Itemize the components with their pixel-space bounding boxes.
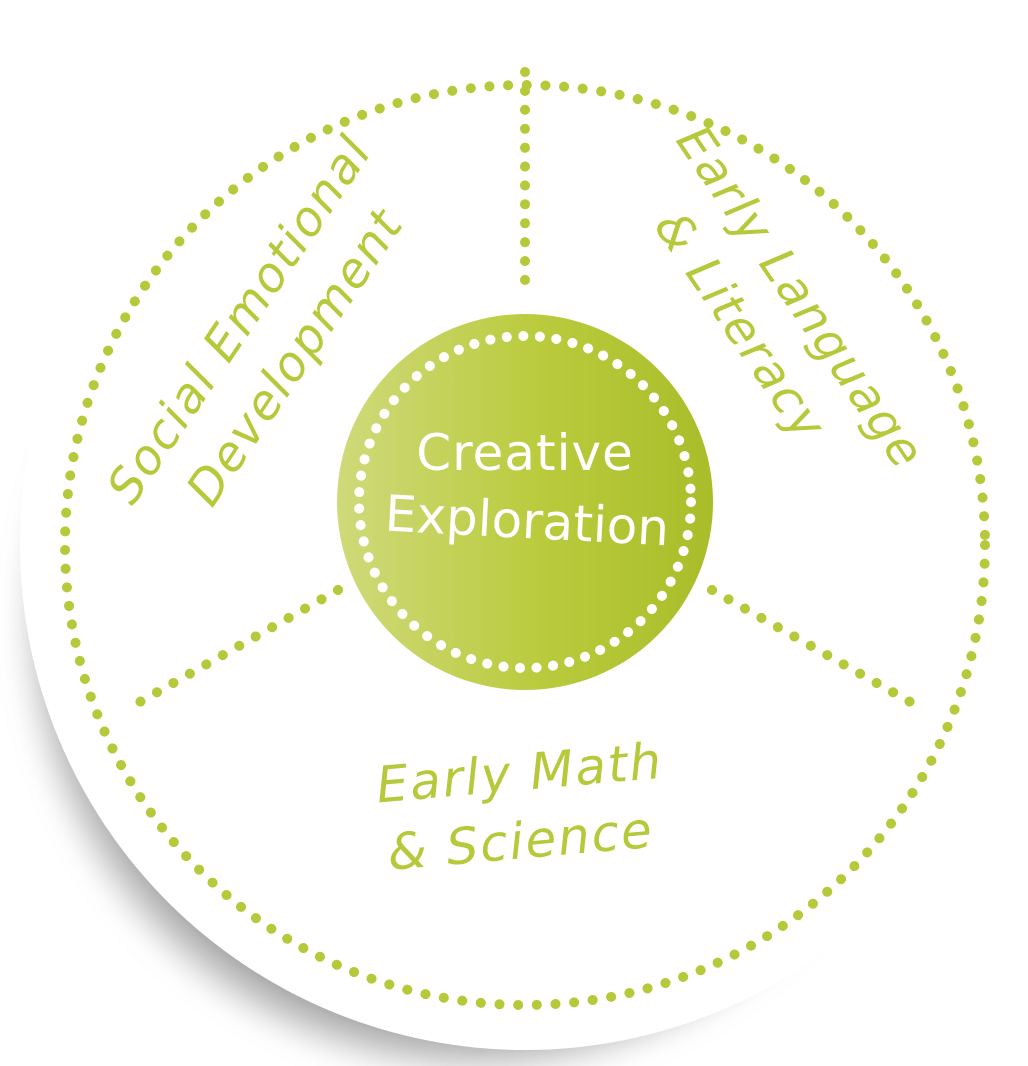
divider-lower-right [707,585,917,708]
outer-dotted-ring [60,80,990,1010]
divider-lower-left [133,585,343,708]
center-circle [337,314,713,690]
center-dotted-ring [354,331,696,673]
center-label-line1: Creative [416,424,634,482]
segment-early-math: Early Math & Science [374,732,665,882]
